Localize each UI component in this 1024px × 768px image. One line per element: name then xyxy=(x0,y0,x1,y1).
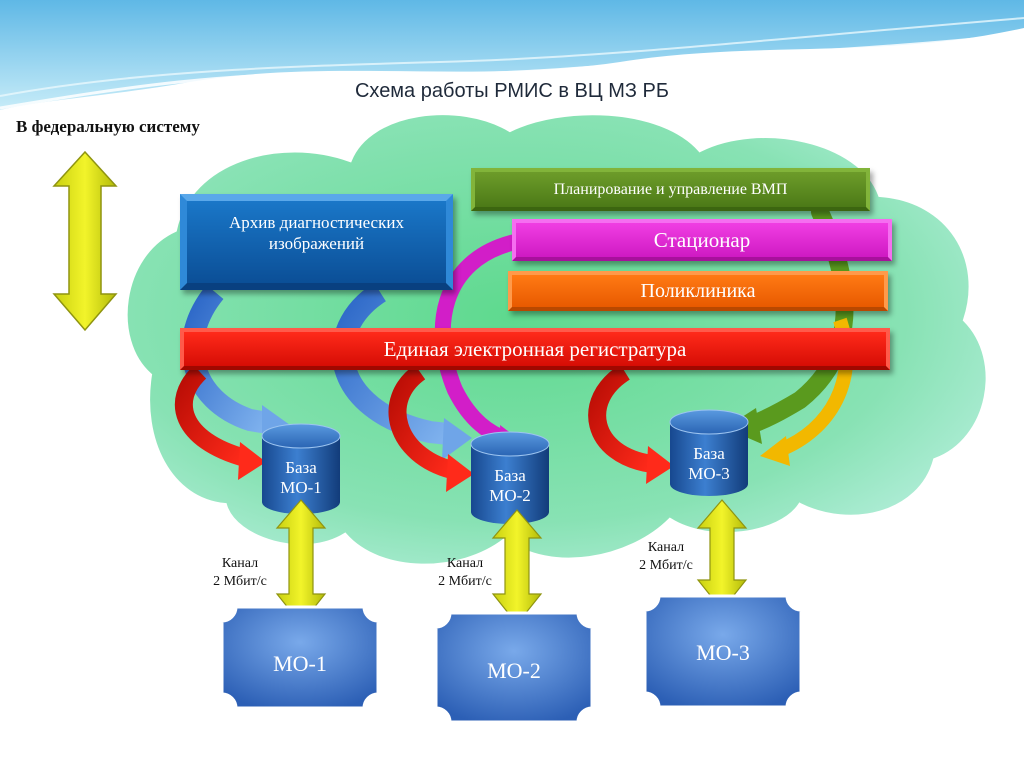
database-label-1-line1: База xyxy=(285,458,317,477)
polyclinic-module-label: Поликлиника xyxy=(640,279,756,302)
registry-module: Единая электронная регистратура xyxy=(180,328,890,370)
channel-label-1-line1: Канал xyxy=(221,556,259,571)
mo-label-1: МО-1 xyxy=(273,651,327,676)
mo-label-2: МО-2 xyxy=(487,658,541,683)
database-label-3-line2: МО-3 xyxy=(688,464,730,483)
channel-label-3-line2: 2 Мбит/с xyxy=(639,558,693,573)
channel-label-3: Канал 2 Мбит/с xyxy=(616,539,716,575)
mo-plaque-3 xyxy=(643,594,803,709)
mo-plaque-2 xyxy=(434,611,594,724)
vmp-module-label: Планирование и управление ВМП xyxy=(553,180,788,198)
mo-label-3: МО-3 xyxy=(696,640,750,665)
database-label-2-line1: База xyxy=(494,466,526,485)
stationar-module-label: Стационар xyxy=(653,227,751,252)
database-label-3: База МО-3 xyxy=(670,444,748,484)
mo-plaque-1 xyxy=(220,605,380,710)
channel-label-2-line2: 2 Мбит/с xyxy=(438,574,492,589)
archive-module-label: Архив диагностических изображений xyxy=(229,213,404,253)
federal-system-label: В федеральную систему xyxy=(16,117,200,136)
stationar-module: Стационар xyxy=(512,219,892,261)
vmp-module: Планирование и управление ВМП xyxy=(471,168,870,211)
channel-label-2-line1: Канал xyxy=(446,556,484,571)
federal-double-arrow xyxy=(52,150,118,332)
database-label-1-line2: МО-1 xyxy=(280,478,322,497)
channel-label-2: Канал 2 Мбит/с xyxy=(415,555,515,591)
registry-module-label: Единая электронная регистратура xyxy=(383,336,687,361)
database-cylinder-2 xyxy=(470,431,550,524)
database-label-1: База МО-1 xyxy=(262,458,340,498)
database-label-3-line1: База xyxy=(693,444,725,463)
polyclinic-module: Поликлиника xyxy=(508,271,888,311)
channel-label-1: Канал 2 Мбит/с xyxy=(190,555,290,591)
channel-label-1-line2: 2 Мбит/с xyxy=(213,574,267,589)
database-cylinder-1 xyxy=(261,423,341,514)
database-label-2: База МО-2 xyxy=(471,466,549,506)
page-title: Схема работы РМИС в ВЦ МЗ РБ xyxy=(354,80,670,102)
header-waves xyxy=(0,0,1024,110)
archive-module: Архив диагностических изображений xyxy=(180,194,453,290)
database-cylinder-3 xyxy=(669,409,749,496)
database-label-2-line2: МО-2 xyxy=(489,486,531,505)
channel-label-3-line1: Канал xyxy=(647,540,685,555)
registry-arrows xyxy=(174,364,674,492)
